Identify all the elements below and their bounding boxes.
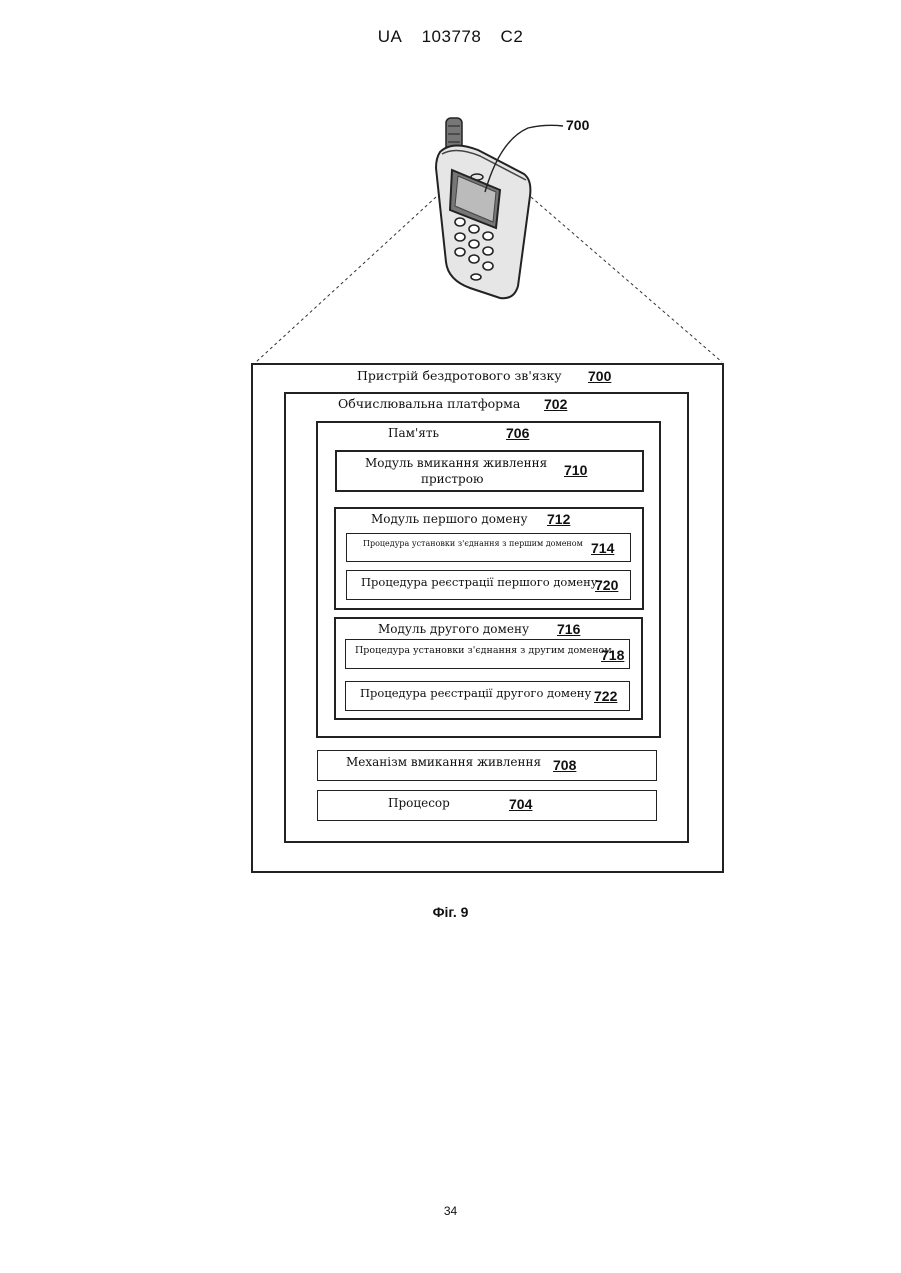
memory-label: Пам'ять [388,426,439,440]
first-domain-label: Модуль першого домену [371,512,528,526]
first-domain-register-ref: 720 [595,577,618,593]
platform-ref: 702 [544,396,567,412]
processor-box [317,790,657,821]
figure-caption: Фіг. 9 [0,904,901,920]
second-domain-connect-ref: 718 [601,647,624,663]
second-domain-register-label: Процедура реєстрації другого домену [360,686,591,700]
power-mechanism-ref: 708 [553,757,576,773]
platform-label: Обчислювальна платформа [338,396,520,411]
first-domain-ref: 712 [547,511,570,527]
device-label: Пристрій бездротового зв'язку [357,368,562,383]
first-domain-connect-label: Процедура установки з'єднання з першим д… [363,539,583,548]
power-mechanism-label: Механізм вмикання живлення [346,755,541,769]
processor-label: Процесор [388,796,450,810]
device-ref: 700 [588,368,611,384]
memory-ref: 706 [506,425,529,441]
second-domain-ref: 716 [557,621,580,637]
phone-ref-number: 700 [566,117,589,133]
page-number: 34 [0,1204,901,1218]
second-domain-register-ref: 722 [594,688,617,704]
processor-ref: 704 [509,796,532,812]
second-domain-connect-label: Процедура установки з'єднання з другим д… [355,645,612,656]
first-domain-register-label: Процедура реєстрації першого домену [361,575,598,589]
second-domain-label: Модуль другого домену [378,622,529,636]
power-module-label-line1: Модуль вмикання живлення [365,456,547,470]
first-domain-connect-ref: 714 [591,540,614,556]
power-module-label-line2: пристрою [421,472,483,486]
power-module-ref: 710 [564,462,587,478]
